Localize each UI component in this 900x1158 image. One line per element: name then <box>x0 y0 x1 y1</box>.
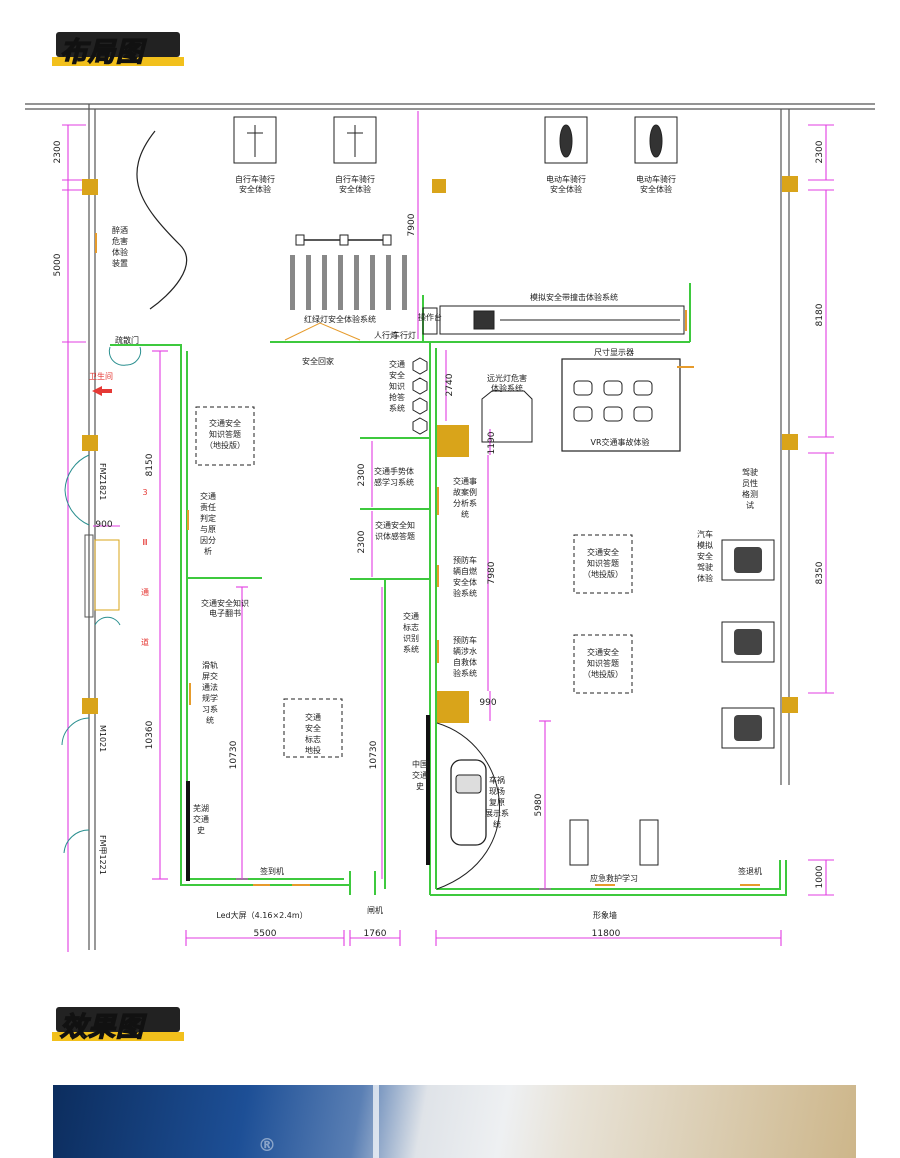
dim-d7980: 7980 <box>487 561 497 584</box>
dim-d5980: 5980 <box>534 793 544 816</box>
dim-d11800: 11800 <box>592 929 621 939</box>
label-desk: 操作台 <box>418 312 442 322</box>
layout-heading-text: 布局图 <box>59 36 144 68</box>
dim-d1000: 1000 <box>815 865 825 888</box>
dim-d8350: 8350 <box>815 561 825 584</box>
dim-d2300a: 2300 <box>53 140 63 163</box>
dim-d10360: 10360 <box>145 720 155 749</box>
dim-d2300c: 2300 <box>357 530 367 553</box>
traffic-light-system <box>284 234 407 341</box>
label-ped-light: 人行灯 <box>374 330 398 340</box>
label-gesture: 交通手势体感学习系统 <box>374 466 414 487</box>
car-simulators <box>721 539 775 749</box>
devices <box>95 233 760 886</box>
label-car-sim: 汽车模拟安全驾驶体验 <box>697 529 713 583</box>
label-image-wall: 形象墙 <box>593 910 617 920</box>
vr-room <box>561 358 681 452</box>
effect-heading-text: 效果图 <box>59 1011 144 1043</box>
label-quiz-sense: 交通安全知识体感答题 <box>375 520 415 541</box>
label-gate: 闸机 <box>367 905 383 915</box>
label-responsibility: 交通责任判定与原因分析 <box>200 491 216 556</box>
label-quiz-mid1: 交通安全知识答题（地投版） <box>583 547 623 579</box>
label-size-tip: 尺寸显示器 <box>594 347 634 357</box>
label-toilet: 卫生间 <box>89 371 113 381</box>
dim-d10730a: 10730 <box>229 740 239 769</box>
dimension-labels: 2300 5000 8150 10360 900 10730 2300 2300 10730 79… <box>53 140 825 939</box>
label-door3: FM甲1221 <box>98 835 107 875</box>
label-ebike1: 电动车骑行安全体验 <box>546 174 586 194</box>
dim-d8150: 8150 <box>145 453 155 476</box>
dim-d5000: 5000 <box>53 253 63 276</box>
accident-scene <box>436 722 500 890</box>
label-led: Led大屏（4.16×2.4m） <box>216 910 307 920</box>
label-seatbelt: 模拟安全带撞击体验系统 <box>530 292 618 302</box>
label-go-home: 安全回家 <box>302 356 334 366</box>
dimension-lines <box>62 111 834 952</box>
dim-d990: 990 <box>479 698 496 708</box>
zone-labels: 自行车骑行安全体验 自行车骑行安全体验 电动车骑行安全体验 电动车骑行安全体验醉酒危害… <box>89 174 762 920</box>
dim-d5500: 5500 <box>254 929 277 939</box>
display-walls <box>186 715 430 881</box>
label-fire: 预防车辆自燃安全体验系统 <box>453 555 477 598</box>
layout-heading: 布局图 <box>52 28 184 69</box>
label-door2: M1021 <box>98 725 107 752</box>
first-aid-stations <box>569 819 659 866</box>
doors <box>61 346 142 854</box>
dim-d2300d: 2300 <box>815 140 825 163</box>
label-door1: FMZ1821 <box>98 463 107 500</box>
seatbelt-system <box>422 305 685 335</box>
label-bike1: 自行车骑行安全体验 <box>235 174 275 194</box>
label-bike2: 自行车骑行安全体验 <box>335 174 375 194</box>
label-slide-screen: 滑轨屏交通法规学习系统 <box>202 660 218 725</box>
label-vr: VR交通事故体验 <box>590 437 649 447</box>
dim-d900: 900 <box>95 520 112 530</box>
label-quiz-mid2: 交通安全知识答题（地投版） <box>583 647 623 679</box>
label-emergency-door: 疏散门 <box>115 335 139 345</box>
dim-d10730b: 10730 <box>369 740 379 769</box>
label-quiz-left: 交通安全知识答题（地投版） <box>205 418 245 450</box>
toilet-arrow-icon <box>92 386 112 396</box>
floor-projection-areas <box>195 406 633 758</box>
dim-d8180: 8180 <box>815 303 825 326</box>
quiz-hexagons <box>412 357 428 435</box>
dim-d1190: 1190 <box>487 431 497 454</box>
label-quiz-pillars: 交通安全知识抢答系统 <box>389 359 405 413</box>
label-water: 预防车辆涉水自救体验系统 <box>453 635 477 678</box>
label-ebike2: 电动车骑行安全体验 <box>636 174 676 194</box>
partition-walls <box>110 283 787 896</box>
dim-d2740: 2740 <box>445 373 455 396</box>
label-accident-scene: 车祸现场复原展示系统 <box>485 775 509 829</box>
label-driver-test: 驾驶员性格测试 <box>742 467 758 510</box>
label-sign-recog: 交通标志识别系统 <box>403 611 419 654</box>
floor-plan: 自行车骑行安全体验 自行车骑行安全体验 电动车骑行安全体验 电动车骑行安全体验醉酒危害… <box>25 103 875 952</box>
photo-watermark: ® <box>258 1135 276 1156</box>
label-case-analysis: 交通事故案例分析系统 <box>453 476 477 519</box>
label-drunk: 醉酒危害体验装置 <box>112 225 128 268</box>
label-traffic-light: 红绿灯安全体验系统 <box>304 314 376 324</box>
dim-d1760: 1760 <box>364 929 387 939</box>
label-first-aid: 应急救护学习 <box>590 873 638 883</box>
label-highbeam: 远光灯危害体验系统 <box>487 373 527 393</box>
effect-heading: 效果图 <box>52 1003 184 1044</box>
label-car-light: 车行灯 <box>392 330 416 340</box>
label-signs-floor: 交通安全标志地投 <box>305 712 321 755</box>
dim-d7900: 7900 <box>407 213 417 236</box>
rendering-photo: ® <box>53 1085 856 1158</box>
highbeam-booth <box>481 390 533 443</box>
label-sign-in: 签到机 <box>260 866 284 876</box>
drunk-curve <box>136 130 188 310</box>
label-china-history: 中国交通史 <box>412 759 428 791</box>
dim-d2300b: 2300 <box>357 463 367 486</box>
pillars <box>82 176 798 723</box>
bike-stations <box>233 116 678 164</box>
photo-light-strip <box>373 1085 379 1158</box>
label-ebook: 交通安全知识电子翻书 <box>201 598 249 618</box>
outer-walls <box>25 103 875 950</box>
label-sign-out: 签退机 <box>738 866 762 876</box>
label-wuhu: 芜湖交通史 <box>193 803 209 835</box>
